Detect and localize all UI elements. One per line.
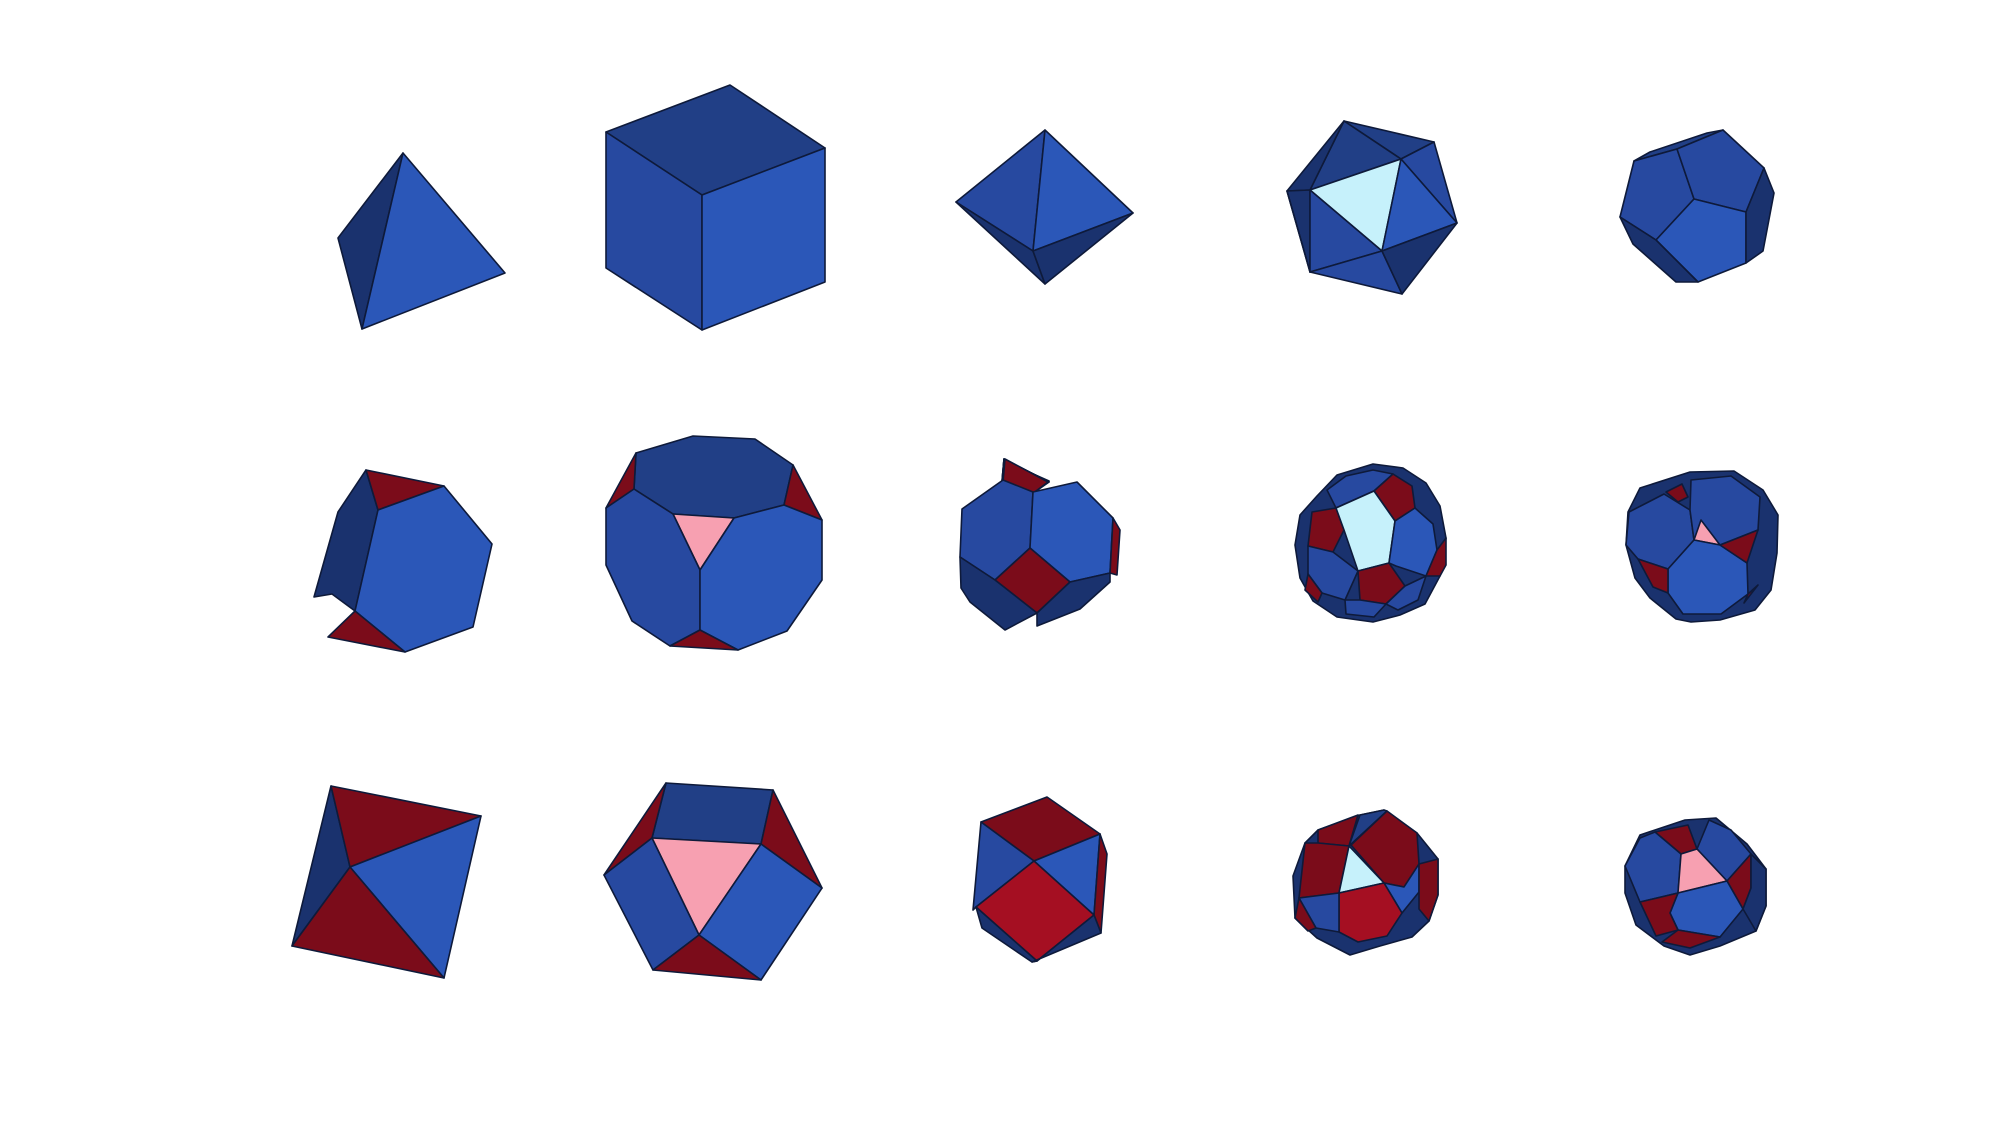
face [1661,929,1721,949]
face [361,152,506,330]
dodecahedron [1619,129,1775,283]
face [1743,584,1759,604]
cuboctahedron [603,782,823,981]
face [669,629,739,651]
truncated-octahedron [959,458,1121,631]
face [1745,167,1775,264]
face [1109,517,1121,576]
face [1381,222,1458,295]
truncated-dodecahedron [1625,470,1779,623]
face [327,610,406,653]
face [1344,599,1387,618]
truncated-icosahedron [1294,463,1447,623]
octahedron-rectified [291,785,482,979]
face [1619,216,1699,283]
icosidodecahedron [1292,809,1439,956]
truncated-cube [605,435,823,651]
face [1425,537,1447,577]
rhombic-solid [972,796,1108,963]
face [1294,897,1317,932]
face [1719,529,1759,564]
face [1385,575,1427,611]
face [1032,212,1134,285]
face [1304,573,1323,603]
face [652,934,762,981]
face [701,147,826,331]
tetrahedron [337,152,506,330]
octahedron [955,129,1134,285]
face [1036,572,1111,627]
face [1031,914,1102,963]
face [1307,507,1345,553]
icosahedron [1286,120,1458,295]
face [959,556,1038,631]
face [1286,190,1311,273]
face [1418,858,1439,922]
face [1637,558,1669,594]
face [1665,483,1689,503]
face [651,782,774,845]
face [1655,198,1747,283]
truncated-tetrahedron [313,469,493,653]
face [1639,892,1679,937]
cube [605,84,826,331]
icosidodecahedron-variant [1624,817,1767,956]
face [1742,853,1767,932]
face [291,866,445,979]
